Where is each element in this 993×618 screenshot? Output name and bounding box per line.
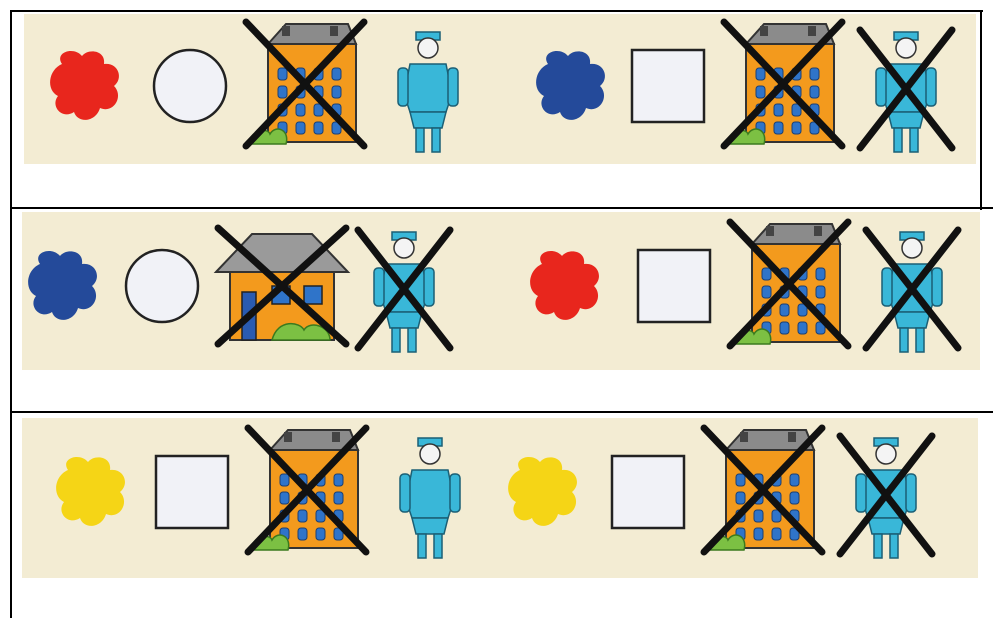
square-shape-icon	[628, 46, 708, 126]
table-top-border	[10, 10, 983, 12]
red-paint-blob-icon	[524, 244, 606, 326]
square-shape-icon	[608, 452, 688, 532]
circle-shape-icon	[150, 46, 230, 126]
uniformed-woman-icon	[834, 430, 938, 560]
table-right-border	[980, 10, 982, 210]
uniformed-woman-icon	[378, 430, 482, 560]
blue-paint-blob-icon	[22, 244, 104, 326]
red-paint-blob-icon	[44, 44, 126, 126]
yellow-paint-blob-icon	[50, 450, 132, 532]
uniformed-woman-icon	[854, 24, 958, 154]
apartment-building-icon	[240, 16, 370, 152]
blue-paint-blob-icon	[530, 44, 612, 126]
uniformed-woman-icon	[376, 24, 480, 154]
apartment-building-icon	[724, 216, 854, 352]
row-divider	[10, 411, 993, 413]
uniformed-woman-icon	[860, 224, 964, 354]
apartment-building-icon	[242, 422, 372, 558]
square-shape-icon	[634, 246, 714, 326]
yellow-paint-blob-icon	[502, 450, 584, 532]
house-icon	[212, 222, 352, 350]
table-left-border	[10, 10, 12, 618]
apartment-building-icon	[718, 16, 848, 152]
uniformed-woman-icon	[352, 224, 456, 354]
row-divider	[10, 207, 993, 209]
apartment-building-icon	[698, 422, 828, 558]
square-shape-icon	[152, 452, 232, 532]
circle-shape-icon	[122, 246, 202, 326]
